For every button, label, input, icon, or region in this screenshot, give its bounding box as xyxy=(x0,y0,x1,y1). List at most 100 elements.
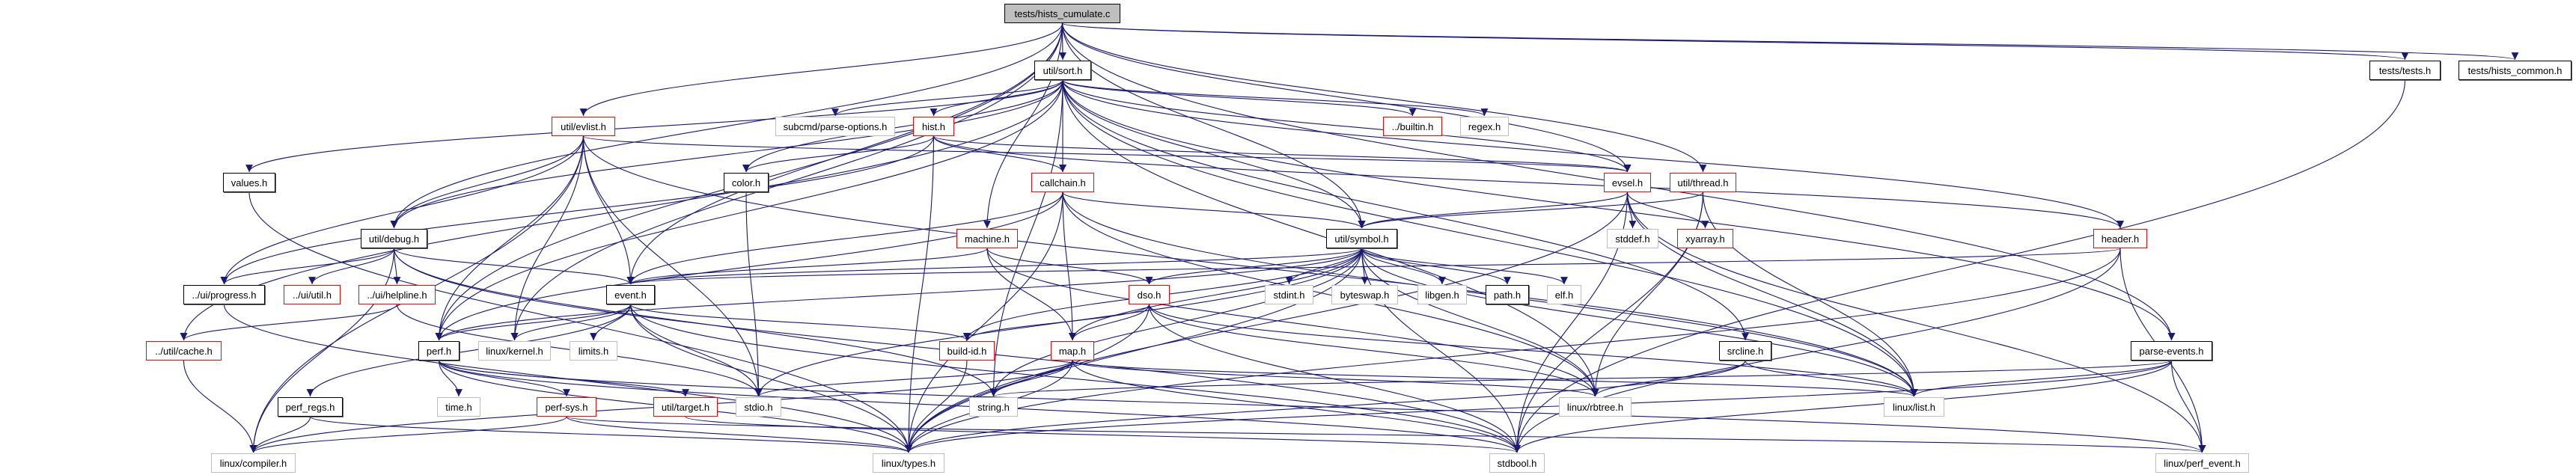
node-stdbool[interactable]: stdbool.h xyxy=(1489,453,1545,473)
edge-callchain-to-symbol xyxy=(1062,191,1366,229)
node-time[interactable]: time.h xyxy=(437,397,480,417)
node-cache[interactable]: ../util/cache.h xyxy=(146,341,222,361)
node-color[interactable]: color.h xyxy=(724,173,769,192)
edge-callchain-to-types xyxy=(905,191,1063,453)
edge-evsel-to-perfevent xyxy=(1626,191,2206,453)
edge-evlist-to-debug xyxy=(390,135,585,229)
edge-sort-to-srcline xyxy=(1062,79,1749,341)
edge-event-to-buildid xyxy=(629,304,971,341)
node-xyarray[interactable]: xyarray.h xyxy=(1677,229,1733,248)
node-srcline[interactable]: srcline.h xyxy=(1719,341,1771,361)
node-evsel[interactable]: evsel.h xyxy=(1604,173,1651,192)
edge-dso-to-map xyxy=(1069,304,1150,341)
node-tests[interactable]: tests/tests.h xyxy=(2369,61,2441,80)
node-callchain[interactable]: callchain.h xyxy=(1031,173,1094,192)
node-event[interactable]: event.h xyxy=(606,285,655,304)
edge-sort-to-header xyxy=(1062,79,2124,229)
node-string[interactable]: string.h xyxy=(969,397,1018,417)
node-stdio[interactable]: stdio.h xyxy=(736,397,781,417)
edge-color-to-stdio xyxy=(745,191,763,397)
node-types[interactable]: linux/types.h xyxy=(873,453,944,473)
node-helpline[interactable]: ../ui/helpline.h xyxy=(358,285,436,304)
node-thread[interactable]: util/thread.h xyxy=(1670,173,1736,192)
node-rbtree[interactable]: linux/rbtree.h xyxy=(1559,397,1632,417)
node-values[interactable]: values.h xyxy=(223,173,275,192)
node-machine[interactable]: machine.h xyxy=(956,229,1018,248)
edge-debug-to-string xyxy=(393,248,998,397)
edge-symbol-to-event xyxy=(627,248,1363,285)
edge-symbol-to-path xyxy=(1361,248,1511,285)
node-perfregs[interactable]: perf_regs.h xyxy=(278,397,343,417)
edge-symbol-to-list xyxy=(1361,248,1918,397)
edge-cache-to-compiler xyxy=(183,360,257,453)
edge-callchain-to-perf xyxy=(435,191,1063,341)
edge-event-to-stdio xyxy=(629,304,763,397)
node-list[interactable]: linux/list.h xyxy=(1884,397,1944,417)
edge-sort-to-parseev xyxy=(1062,79,2176,341)
edge-sort-to-debug xyxy=(390,79,1063,229)
edge-perfregs-to-compiler xyxy=(249,416,311,453)
node-progress[interactable]: ../ui/progress.h xyxy=(183,285,265,304)
edge-header-to-stdbool xyxy=(1513,248,2121,453)
node-path[interactable]: path.h xyxy=(1486,285,1529,304)
node-evlist[interactable]: util/evlist.h xyxy=(552,117,615,136)
edge-map-to-stdio xyxy=(754,360,1073,397)
node-limits[interactable]: limits.h xyxy=(570,341,617,361)
edge-symbol-to-string xyxy=(989,248,1363,397)
node-hist[interactable]: hist.h xyxy=(913,117,954,136)
node-elf[interactable]: elf.h xyxy=(1547,285,1581,304)
node-perfsys[interactable]: perf-sys.h xyxy=(537,397,596,417)
node-kernel[interactable]: linux/kernel.h xyxy=(478,341,551,361)
edge-parseev-to-types xyxy=(905,360,2173,453)
edge-perfsys-to-compiler xyxy=(249,416,567,453)
edge-target-to-stdbool xyxy=(685,416,1521,453)
edge-sort-to-string xyxy=(989,79,1063,397)
edge-tests-to-stdbool xyxy=(1513,79,2406,453)
edge-evsel-to-xyarray xyxy=(1626,191,1709,229)
edge-root-to-thread xyxy=(1061,22,1707,173)
edge-event-to-perfregs xyxy=(306,304,632,397)
node-root[interactable]: tests/hists_cumulate.c xyxy=(1004,4,1120,23)
edge-sort-to-color xyxy=(742,79,1063,173)
edge-map-to-stdbool xyxy=(1072,360,1521,453)
edge-evlist-to-progress xyxy=(220,135,585,285)
node-header[interactable]: header.h xyxy=(2093,229,2147,248)
node-parseev[interactable]: parse-events.h xyxy=(2131,341,2212,361)
edge-symbol-to-perf xyxy=(435,248,1363,341)
edge-thread-to-rbtree xyxy=(1591,191,1704,397)
edge-evsel-to-list xyxy=(1626,191,1918,397)
node-symbol[interactable]: util/symbol.h xyxy=(1326,229,1397,248)
edge-debug-to-progress xyxy=(220,248,395,285)
node-regex[interactable]: regex.h xyxy=(1460,117,1509,136)
edge-machine-to-rbtree xyxy=(986,248,1599,397)
node-debug[interactable]: util/debug.h xyxy=(361,229,427,248)
node-dso[interactable]: dso.h xyxy=(1129,285,1170,304)
edge-srcline-to-list xyxy=(1745,360,1918,397)
node-perfevent[interactable]: linux/perf_event.h xyxy=(2155,453,2249,473)
edge-event-to-perf xyxy=(435,304,632,341)
edge-machine-to-dso xyxy=(986,248,1153,285)
node-target[interactable]: util/target.h xyxy=(653,397,718,417)
edge-perfsys-to-perfevent xyxy=(566,416,2206,453)
edge-symbol-to-stdbool xyxy=(1361,248,1521,453)
edge-root-to-debug xyxy=(390,22,1063,229)
edge-symbol-to-map xyxy=(1069,248,1363,341)
node-perf[interactable]: perf.h xyxy=(418,341,460,361)
node-stdint[interactable]: stdint.h xyxy=(1265,285,1313,304)
node-compiler[interactable]: linux/compiler.h xyxy=(211,453,296,473)
node-sort[interactable]: util/sort.h xyxy=(1034,61,1091,80)
node-map[interactable]: map.h xyxy=(1051,341,1094,361)
node-parseopt[interactable]: subcmd/parse-options.h xyxy=(775,117,895,136)
node-uiutil[interactable]: ../ui/util.h xyxy=(284,285,341,304)
edge-event-to-stdbool xyxy=(629,304,1521,453)
node-hcommon[interactable]: tests/hists_common.h xyxy=(2459,61,2572,80)
node-buildid[interactable]: build-id.h xyxy=(939,341,995,361)
node-libgen[interactable]: libgen.h xyxy=(1417,285,1467,304)
edge-perf-to-time xyxy=(438,360,463,397)
edge-sort-to-builtin xyxy=(1062,79,1417,117)
node-stddef[interactable]: stddef.h xyxy=(1607,229,1658,248)
node-builtin[interactable]: ../builtin.h xyxy=(1383,117,1442,136)
node-byteswap[interactable]: byteswap.h xyxy=(1331,285,1398,304)
